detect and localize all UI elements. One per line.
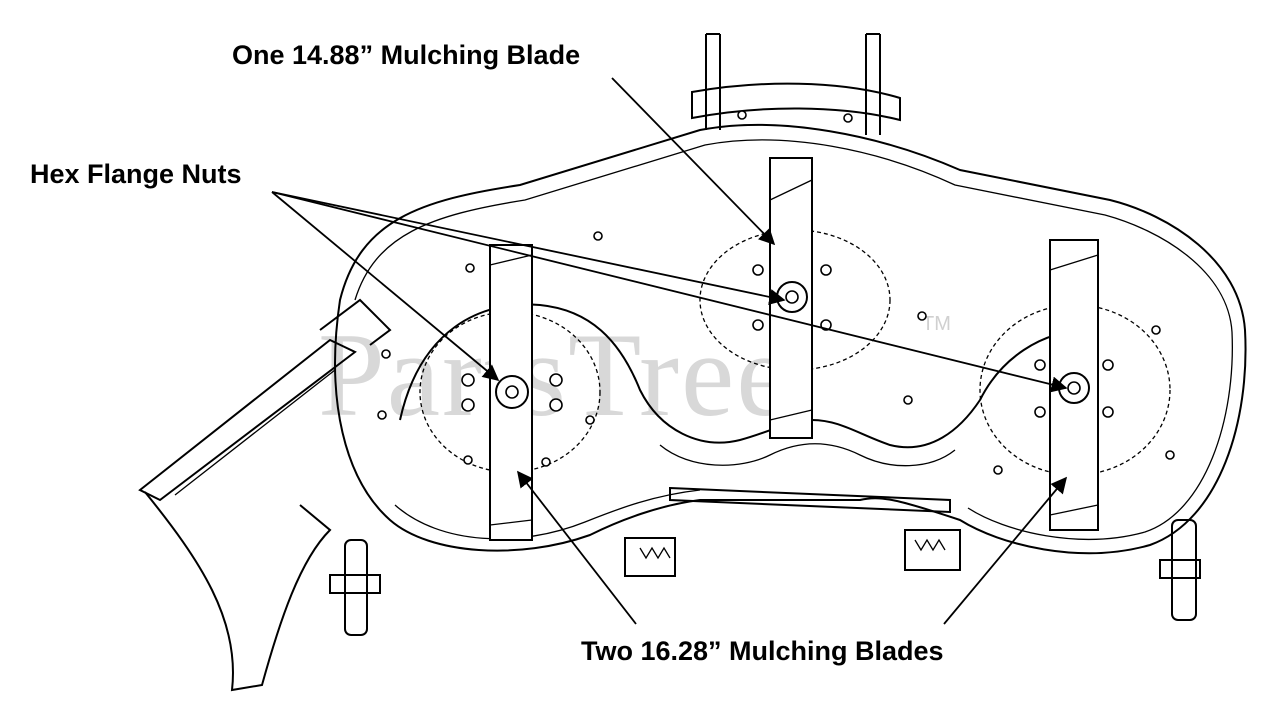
- callout-arrows: [271, 77, 1068, 625]
- arrow-head-icon: [271, 191, 500, 382]
- watermark-trademark: TM: [922, 313, 951, 335]
- arrow-head-icon: [271, 191, 786, 305]
- deck-bolts: [377, 231, 1175, 475]
- callout-labels: One 14.88” Mulching Blade Hex Flange Nut…: [30, 40, 944, 666]
- discharge-chute: [138, 298, 392, 692]
- arrow-head-icon: [611, 77, 776, 246]
- deck-springs: [624, 486, 961, 577]
- callout-side-blades: Two 16.28” Mulching Blades: [581, 636, 944, 666]
- arrow-head-icon: [271, 191, 1068, 393]
- left-mulching-blade: [461, 244, 563, 541]
- mower-deck-housing: [334, 123, 1247, 555]
- deck-lift-bracket: [691, 33, 901, 135]
- arrow-head-icon: [517, 470, 637, 625]
- right-mulching-blade: [1034, 239, 1114, 531]
- left-gauge-wheel: [329, 539, 381, 636]
- right-gauge-wheel: [1159, 519, 1201, 621]
- callout-hex-flange-nuts: Hex Flange Nuts: [30, 159, 242, 189]
- watermark: PartsTree TM: [318, 308, 951, 441]
- arrow-head-icon: [943, 476, 1068, 625]
- callout-center-blade: One 14.88” Mulching Blade: [232, 40, 580, 70]
